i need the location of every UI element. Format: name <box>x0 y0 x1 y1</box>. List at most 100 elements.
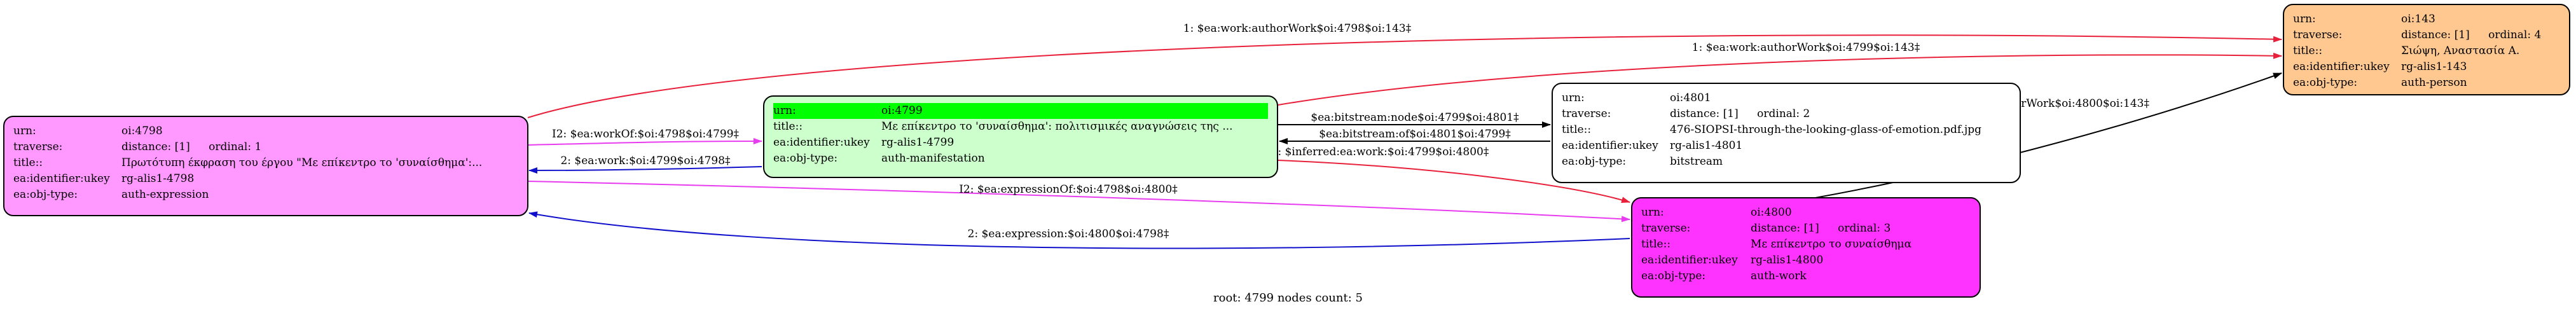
value-urn: oi:4799 <box>881 104 923 117</box>
value-ordinal: ordinal: 3 <box>1838 222 1891 235</box>
row-type: ea:obj-type: auth-expression <box>13 187 518 203</box>
row-ukey: ea:identifier:ukey rg-alis1-4801 <box>1562 138 2011 154</box>
value-urn: oi:143 <box>2401 13 2435 25</box>
row-title: title:: Πρωτότυπη έκφραση του έργου "Με … <box>13 155 518 171</box>
value-urn: oi:4801 <box>1670 92 1711 104</box>
node-oi-4799[interactable]: urn: oi:4799 title:: Με επίκεντρο το 'συ… <box>763 95 1278 178</box>
key-type: ea:obj-type: <box>13 188 78 201</box>
value-ordinal: ordinal: 2 <box>1757 107 1810 120</box>
row-type: ea:obj-type: auth-manifestation <box>773 151 1268 167</box>
key-ukey: ea:identifier:ukey <box>1562 139 1658 152</box>
row-ukey: ea:identifier:ukey rg-alis1-4800 <box>1641 252 1971 268</box>
key-traverse: traverse: <box>1562 107 1611 120</box>
value-type: bitstream <box>1670 155 1723 168</box>
key-traverse: traverse: <box>2293 29 2343 41</box>
key-title: title:: <box>1641 238 1671 251</box>
row-traverse: traverse: distance: [1] ordinal: 1 <box>13 139 518 155</box>
row-ukey: ea:identifier:ukey rg-alis1-4798 <box>13 171 518 187</box>
key-ukey: ea:identifier:ukey <box>1641 254 1738 266</box>
value-distance: distance: [1] <box>1751 222 1819 235</box>
row-type: ea:obj-type: auth-person <box>2293 75 2560 91</box>
row-traverse: traverse: distance: [1] ordinal: 3 <box>1641 221 1971 237</box>
edge-label-4801-4799: $ea:bitstream:of$oi:4801$oi:4799‡ <box>1319 128 1511 141</box>
key-urn: urn: <box>13 125 36 137</box>
row-ukey: ea:identifier:ukey rg-alis1-4799 <box>773 135 1268 151</box>
value-urn: oi:4798 <box>121 125 163 137</box>
edge-4799-4800 <box>1278 160 1630 204</box>
key-urn: urn: <box>1562 92 1585 104</box>
key-title: title:: <box>1562 123 1592 136</box>
edge-4800-143 <box>1774 73 2282 205</box>
value-distance: distance: [1] <box>1670 107 1739 120</box>
row-title: title:: Σιώψη, Αναστασία Α. <box>2293 43 2560 59</box>
key-urn: urn: <box>2293 13 2316 25</box>
edge-4798-4799 <box>527 138 762 146</box>
edge-label-4799-4801: $ea:bitstream:node$oi:4799$oi:4801‡ <box>1311 111 1519 124</box>
edge-4798-143 <box>527 34 2282 118</box>
row-urn: urn: oi:4799 <box>773 103 1268 119</box>
edge-4799-143 <box>1278 52 2282 106</box>
node-oi-4798[interactable]: urn: oi:4798 traverse: distance: [1] ord… <box>3 116 528 216</box>
row-ukey: ea:identifier:ukey rg-alis1-143 <box>2293 59 2560 75</box>
key-title: title:: <box>2293 45 2323 57</box>
row-title: title:: Με επίκεντρο το συναίσθημα <box>1641 237 1971 252</box>
node-oi-4800[interactable]: urn: oi:4800 traverse: distance: [1] ord… <box>1631 197 1981 298</box>
node-oi-143[interactable]: urn: oi:143 traverse: distance: [1] ordi… <box>2283 4 2570 95</box>
key-ukey: ea:identifier:ukey <box>13 172 110 185</box>
row-urn: urn: oi:4798 <box>13 123 518 139</box>
row-title: title:: 476-SIOPSI-through-the-looking-g… <box>1562 122 2011 138</box>
edge-label-4800-4798: 2: $ea:expression:$oi:4800$oi:4798‡ <box>968 228 1169 240</box>
row-traverse: traverse: distance: [1] ordinal: 2 <box>1562 106 2011 122</box>
key-title: title:: <box>13 156 43 169</box>
value-ukey: rg-alis1-4801 <box>1670 139 1743 152</box>
key-ukey: ea:identifier:ukey <box>2293 60 2390 73</box>
value-title: Σιώψη, Αναστασία Α. <box>2401 45 2520 57</box>
value-type: auth-manifestation <box>881 152 985 165</box>
row-urn: urn: oi:4800 <box>1641 205 1971 221</box>
value-ordinal: ordinal: 4 <box>2488 29 2542 41</box>
value-title: Με επίκεντρο το 'συναίσθημα': πολιτισμικ… <box>881 120 1233 133</box>
edge-label-4799-4800: 1: $inferred:ea:work:$oi:4799$oi:4800‡ <box>1271 146 1489 158</box>
edge-4800-4798 <box>528 211 1630 249</box>
key-type: ea:obj-type: <box>2293 76 2358 89</box>
row-title: title:: Με επίκεντρο το 'συναίσθημα': πο… <box>773 119 1268 135</box>
value-ordinal: ordinal: 1 <box>209 141 262 153</box>
edge-4798-4800 <box>527 181 1630 223</box>
row-traverse: traverse: distance: [1] ordinal: 4 <box>2293 27 2560 43</box>
key-type: ea:obj-type: <box>773 152 838 165</box>
edge-label-4798-4800: I2: $ea:expressionOf:$oi:4798$oi:4800‡ <box>959 183 1178 196</box>
key-title: title:: <box>773 120 803 133</box>
edge-label-4798-4799: I2: $ea:workOf:$oi:4798$oi:4799‡ <box>552 128 740 141</box>
value-type: auth-expression <box>121 188 209 201</box>
key-urn: urn: <box>1641 206 1664 219</box>
value-ukey: rg-alis1-4800 <box>1751 254 1824 266</box>
value-type: auth-work <box>1751 270 1807 282</box>
row-urn: urn: oi:143 <box>2293 11 2560 27</box>
edge-4799-4798 <box>528 166 762 174</box>
key-urn: urn: <box>773 104 796 117</box>
value-title: Με επίκεντρο το συναίσθημα <box>1751 238 1912 251</box>
key-type: ea:obj-type: <box>1641 270 1706 282</box>
row-type: ea:obj-type: bitstream <box>1562 154 2011 170</box>
row-urn: urn: oi:4801 <box>1562 90 2011 106</box>
graph-footer: root: 4799 nodes count: 5 <box>1213 291 1363 305</box>
value-urn: oi:4800 <box>1751 206 1792 219</box>
value-distance: distance: [1] <box>121 141 190 153</box>
edge-label-4799-4798: 2: $ea:work:$oi:4799$oi:4798‡ <box>560 155 731 167</box>
value-type: auth-person <box>2401 76 2467 89</box>
node-oi-4801[interactable]: urn: oi:4801 traverse: distance: [1] ord… <box>1552 83 2021 183</box>
edge-label-4798-143: 1: $ea:work:authorWork$oi:4798$oi:143‡ <box>1183 22 1412 35</box>
value-ukey: rg-alis1-4799 <box>881 136 954 149</box>
edge-label-4799-143: 1: $ea:work:authorWork$oi:4799$oi:143‡ <box>1692 41 1920 54</box>
row-type: ea:obj-type: auth-work <box>1641 268 1971 284</box>
value-distance: distance: [1] <box>2401 29 2470 41</box>
value-title: 476-SIOPSI-through-the-looking-glass-of-… <box>1670 123 1981 136</box>
key-ukey: ea:identifier:ukey <box>773 136 870 149</box>
value-title: Πρωτότυπη έκφραση του έργου "Με επίκεντρ… <box>121 156 483 169</box>
key-type: ea:obj-type: <box>1562 155 1627 168</box>
key-traverse: traverse: <box>1641 222 1691 235</box>
key-traverse: traverse: <box>13 141 63 153</box>
value-ukey: rg-alis1-4798 <box>121 172 195 185</box>
value-ukey: rg-alis1-143 <box>2401 60 2467 73</box>
